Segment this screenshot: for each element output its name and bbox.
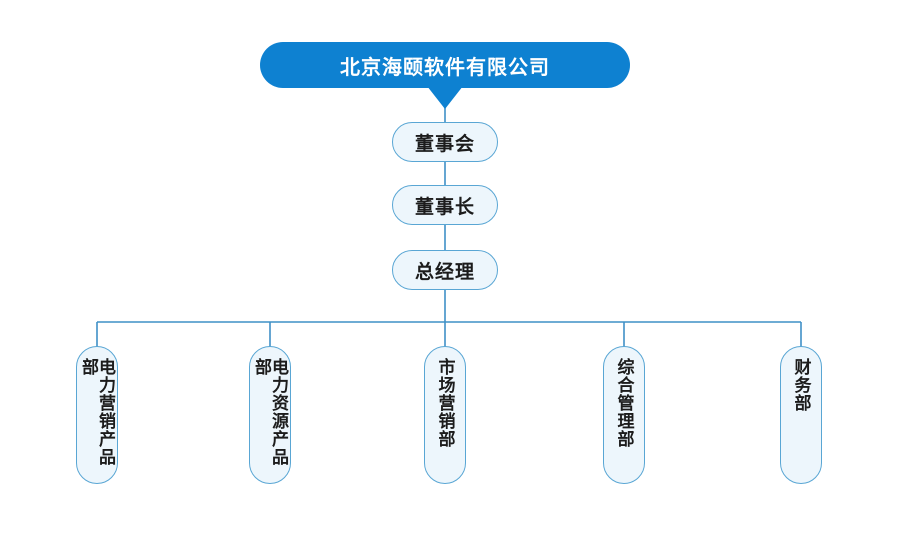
node-board-of-directors: 董事会 bbox=[392, 122, 498, 162]
dept-label: 财务部 bbox=[791, 358, 811, 412]
dept-node-power-resources-products: 电力资源产品部 bbox=[249, 346, 291, 484]
node-label: 董事会 bbox=[414, 133, 475, 155]
dept-label: 电力营销产品部 bbox=[79, 358, 115, 466]
dept-node-marketing: 市场营销部 bbox=[424, 346, 466, 484]
dept-label: 电力资源产品部 bbox=[252, 358, 288, 466]
node-label: 董事长 bbox=[414, 196, 475, 218]
dept-label: 市场营销部 bbox=[435, 358, 455, 448]
node-label: 总经理 bbox=[414, 261, 475, 283]
dept-node-finance: 财务部 bbox=[780, 346, 822, 484]
company-root-node: 北京海颐软件有限公司 bbox=[260, 42, 630, 88]
company-name: 北京海颐软件有限公司 bbox=[340, 56, 550, 79]
dept-label: 综合管理部 bbox=[614, 358, 634, 448]
node-chairman: 董事长 bbox=[392, 185, 498, 225]
root-node-pointer-icon bbox=[427, 86, 463, 109]
dept-node-power-marketing-products: 电力营销产品部 bbox=[76, 346, 118, 484]
node-general-manager: 总经理 bbox=[392, 250, 498, 290]
dept-node-general-management: 综合管理部 bbox=[603, 346, 645, 484]
